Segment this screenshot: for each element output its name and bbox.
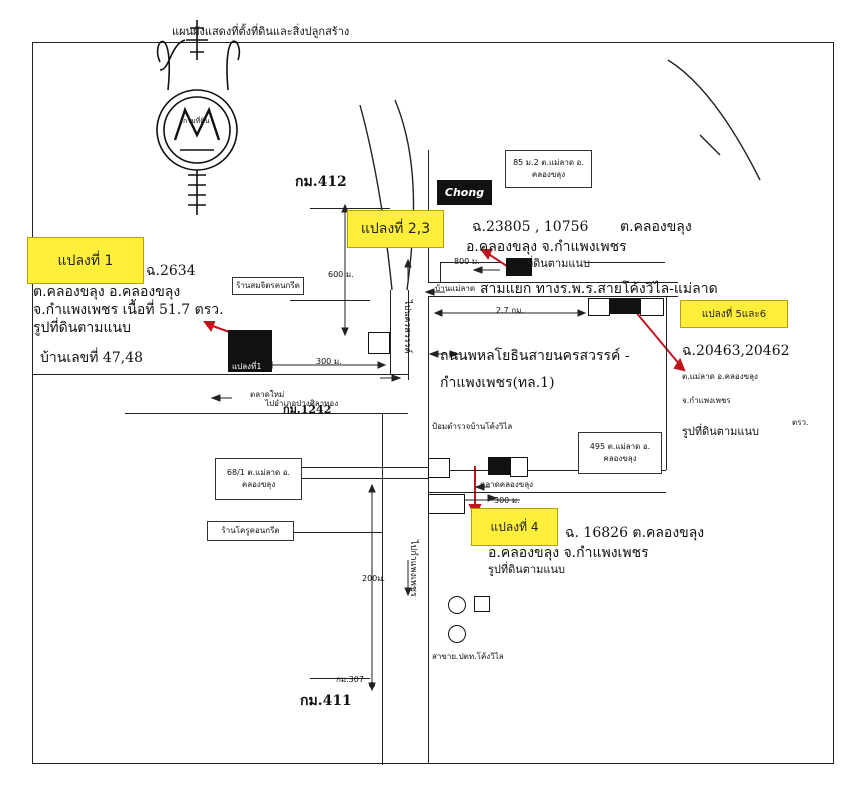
plot-1-building xyxy=(228,330,272,372)
crossroad-name: สามแยก ทางร.พ.ร.สายโค้งวิไล-แม่ลาด xyxy=(480,281,718,297)
plot-1-label: แปลงที่ 1 xyxy=(27,237,144,284)
road-line xyxy=(33,374,408,375)
plot-4-label: แปลงที่ 4 xyxy=(471,508,558,546)
plot-1-line4: บ้านเลขที่ 47,48 xyxy=(40,350,144,366)
km-307-label: กม.307 xyxy=(336,675,364,684)
box-68-1: 68/1 ต.แม่ลาด อ. คลองขลุง xyxy=(215,458,302,500)
plot-4-outline xyxy=(510,457,528,477)
plot-23-building xyxy=(506,258,532,276)
map-frame xyxy=(32,42,834,764)
emblem-text-label: กรมที่ดิน xyxy=(183,117,210,125)
plot-4-deed: ฉ. 16826 ต.คลองขลุง xyxy=(565,525,705,541)
khongchu-box: ร้านโครูคอนกรีต xyxy=(207,521,294,541)
plot-56-outline-2 xyxy=(640,298,664,316)
distance-800: 800 ม. xyxy=(454,257,480,266)
plot-1-line2: จ.กำแพงเพชร เนื้อที่ 51.7 ตรว. xyxy=(33,302,224,318)
plot-56-line2: จ.กำแพงเพชร xyxy=(682,396,731,405)
road-line xyxy=(440,262,441,282)
plot-1-deed: ฉ.2634 xyxy=(146,263,196,279)
road-line xyxy=(585,262,665,263)
distance-200: 200ม. xyxy=(362,574,386,583)
plot-56-deed: ฉ.20463,20462 xyxy=(682,343,790,359)
road-line xyxy=(408,290,409,380)
plot-23-line2: อ.คลองขลุง จ.กำแพงเพชร xyxy=(466,239,627,255)
small-square xyxy=(368,332,390,354)
plot-4-line2: รูปที่ดินตามแนบ xyxy=(488,563,565,576)
village-mae-lat-label: บ้านแม่ลาด xyxy=(435,284,476,293)
sinchai-box: ร้านสมจิตรคนกรีต xyxy=(232,277,304,295)
road-line xyxy=(390,290,391,374)
road-line xyxy=(666,296,667,470)
box-495: 495 ต.แม่ลาด อ. คลองขลุง xyxy=(578,432,662,474)
plot-23-label: แปลงที่ 2,3 xyxy=(347,210,444,248)
km-411-label: กม.411 xyxy=(300,693,352,709)
ptt-logo-icon xyxy=(448,596,466,614)
distance-2-7: 2.7 กม. xyxy=(496,306,524,315)
road-line xyxy=(300,478,428,479)
road-line xyxy=(428,470,666,471)
road-line xyxy=(428,282,678,283)
plot-56-line3-suffix: ตรว. xyxy=(792,418,809,427)
plot-1-line3: รูปที่ดินตามแนบ xyxy=(33,320,131,336)
distance-600: 600 ม. xyxy=(328,270,354,279)
main-road-name-1: ถนนพหลโยธินสายนครสวรรค์ - xyxy=(440,348,630,364)
plot-56-line3: รูปที่ดินตามแนบ xyxy=(682,425,759,438)
distance-300-a: 300 ม. xyxy=(316,357,342,366)
plot-4-outline-3 xyxy=(428,494,465,514)
plot-1-line1: ต.คลองขลุง อ.คลองขลุง xyxy=(33,284,181,300)
shop-top-box: 85 ม.2 ต.แม่ลาด อ. คลองขลุง xyxy=(505,150,592,188)
road-line xyxy=(300,467,428,468)
road-line xyxy=(310,678,370,679)
plot-23-line3: รูปที่ดินตามแนบ xyxy=(513,257,590,270)
road-line xyxy=(428,296,678,297)
station-sign-icon xyxy=(474,596,490,612)
road-line xyxy=(310,208,390,209)
chong-sign: Chong xyxy=(437,180,492,205)
plot-4-building xyxy=(488,457,510,475)
plot-1-building-label: แปลงที่1 xyxy=(232,362,262,371)
road-line xyxy=(428,492,666,493)
road-line xyxy=(382,413,383,765)
market-name: ตลาดคลองขลุง xyxy=(480,480,534,489)
km-1242-label: กม.1242 xyxy=(283,403,332,416)
plot-4-line1: อ.คลองขลุง จ.กำแพงเพชร xyxy=(488,545,649,561)
plot-56-building xyxy=(608,298,640,314)
to-amphoe-label: ไปอำเภอปางศิลาทอง xyxy=(265,399,339,408)
plot-56-line1: ต.แม่ลาด อ.คลองขลุง xyxy=(682,372,758,381)
plot-23-line1: ต.คลองขลุง xyxy=(620,219,692,235)
to-kamphaeng-label: ไปกำแพงเพชร xyxy=(408,540,418,597)
road-line xyxy=(290,300,370,301)
ptt-emblem-icon xyxy=(448,625,466,643)
plot-56-label: แปลงที่ 5และ6 xyxy=(680,300,788,328)
to-nakhon-sawan-label: ไปนครสวรรค์ xyxy=(402,300,412,354)
map-title: แผนผังแสดงที่ตั้งที่ดินและสิ่งปลูกสร้าง xyxy=(172,25,350,38)
main-road-name-2: กำแพงเพชร(ทล.1) xyxy=(440,375,555,391)
plot-56-outline xyxy=(588,298,610,316)
road-line xyxy=(428,296,429,764)
road-line xyxy=(290,532,382,533)
gas-station-label: สาขาย.ปตท.โค้งวิไล xyxy=(432,652,504,661)
km-412-label: กม.412 xyxy=(295,174,347,190)
market2-name: ตลาดใหม่ xyxy=(250,390,285,399)
road-line xyxy=(440,262,500,263)
plot-23-deed: ฉ.23805 , 10756 xyxy=(472,219,589,235)
police-box-label: ป้อมตำรวจบ้านโค้งวิไล xyxy=(432,422,513,431)
distance-300-b: 300 ม. xyxy=(494,496,520,505)
plot-4-outline-2 xyxy=(428,458,450,478)
road-line xyxy=(125,413,408,414)
